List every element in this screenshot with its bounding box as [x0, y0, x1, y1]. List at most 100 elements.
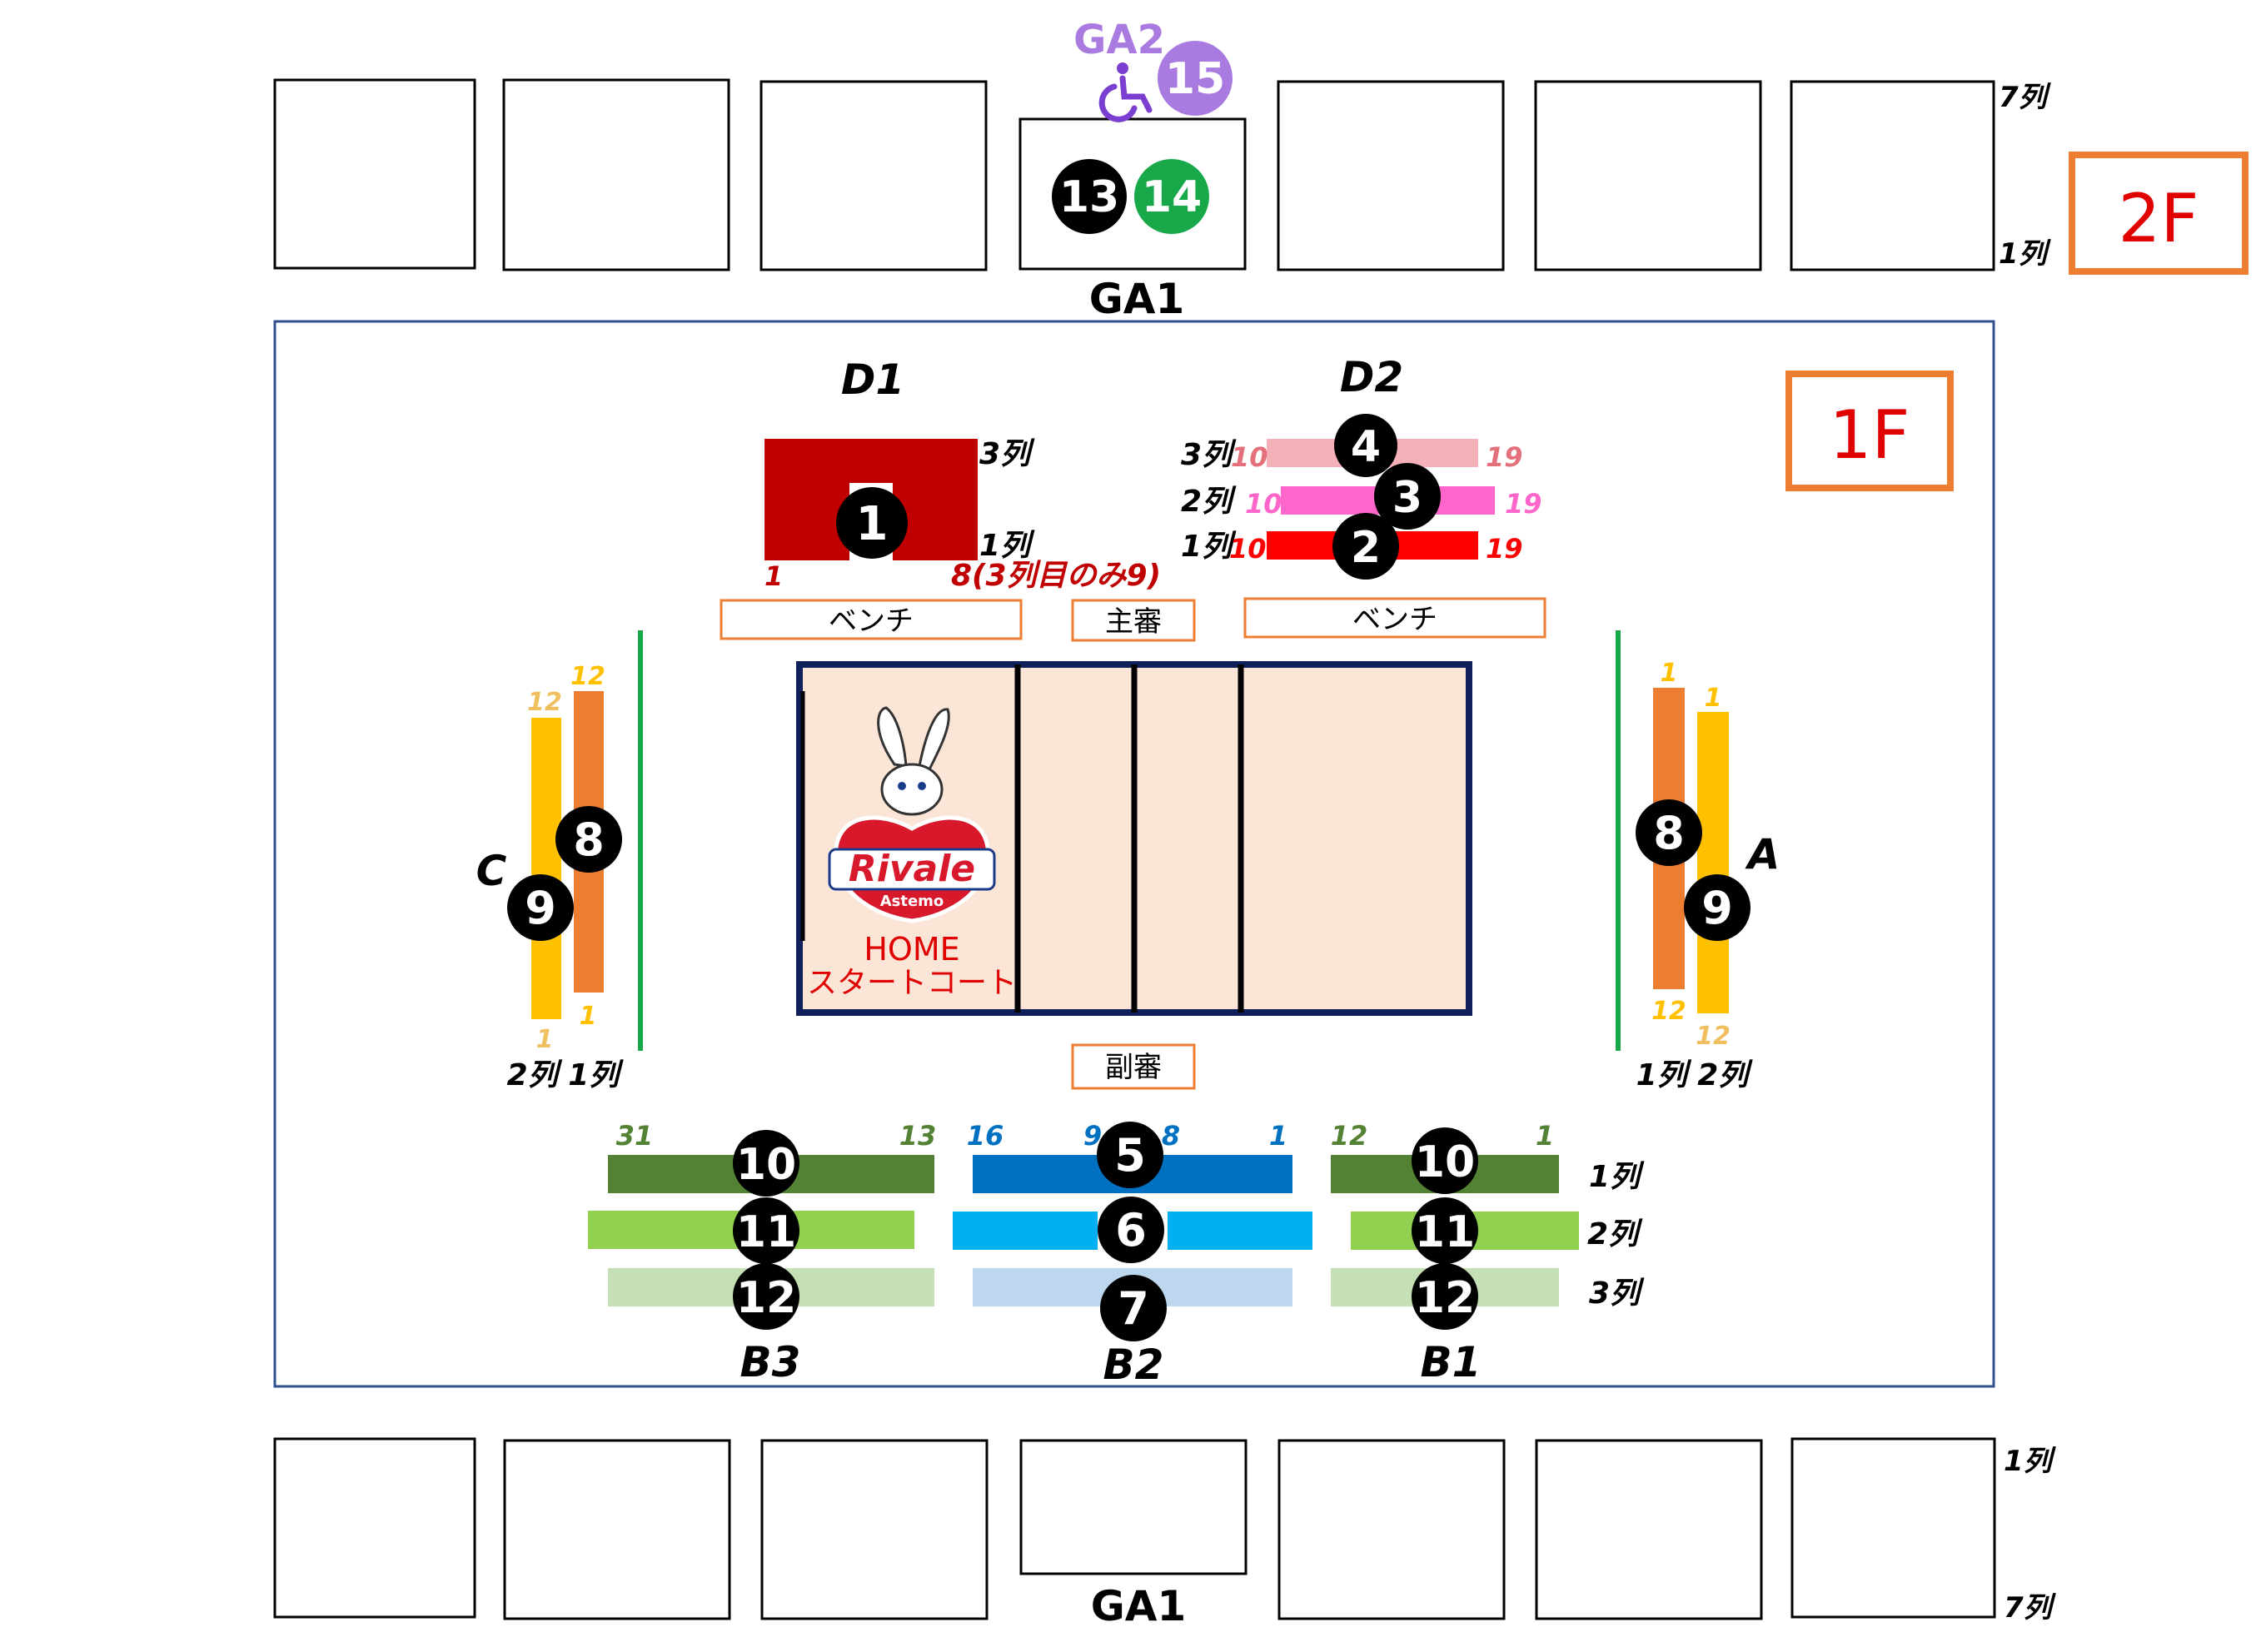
- c-row2-top: 12: [527, 688, 562, 717]
- d2-name: D2: [1340, 353, 1403, 401]
- marker-11-right[interactable]: 11: [1412, 1197, 1478, 1264]
- bottom-ga1-label: GA1: [1091, 1582, 1187, 1630]
- marker-14[interactable]: 14: [1134, 159, 1209, 234]
- marker-8-a[interactable]: 8: [1636, 799, 1702, 866]
- logo-banner: [828, 848, 996, 891]
- referee-sub-box: [1071, 1043, 1196, 1090]
- bottom-block-ga1[interactable]: [1019, 1439, 1248, 1575]
- bottom-block-1[interactable]: [273, 1437, 476, 1619]
- marker-5-number: 5: [1114, 1129, 1146, 1182]
- bench-left-box: [720, 599, 1023, 640]
- d2-row2-start: 10: [1245, 488, 1282, 520]
- marker-11-left[interactable]: 11: [733, 1197, 799, 1264]
- c-name: C: [476, 847, 507, 895]
- bottom-block-3[interactable]: [760, 1439, 989, 1620]
- bottom-block-2[interactable]: [503, 1439, 731, 1620]
- top-row-7-label: 7列: [1999, 81, 2052, 114]
- marker-13[interactable]: 13: [1052, 159, 1127, 234]
- rabbit-ear-right: [918, 708, 950, 771]
- b1-row2-label: 2列: [1587, 1217, 1643, 1251]
- c-row1-bottom: 1: [580, 1002, 597, 1031]
- floor-1f-label: 1F: [1830, 396, 1910, 474]
- marker-3[interactable]: 3: [1374, 463, 1441, 530]
- bench-left-label: ベンチ: [829, 605, 914, 638]
- b3-seat-end: 13: [899, 1120, 937, 1152]
- ga2-label: GA2: [1073, 17, 1165, 63]
- top-block-5[interactable]: [1277, 80, 1505, 271]
- bottom-block-7[interactable]: [1790, 1437, 1996, 1619]
- hall-border: [273, 320, 1995, 1388]
- marker-8-c-number: 8: [573, 814, 605, 866]
- marker-10-right[interactable]: 10: [1412, 1127, 1478, 1194]
- b2-left-end: 9: [1083, 1120, 1102, 1152]
- d2-row1-label: 1列: [1181, 530, 1237, 564]
- a-row-labels: 1列 2列: [1636, 1058, 1754, 1092]
- marker-12-left[interactable]: 12: [733, 1263, 799, 1330]
- marker-10-left-number: 10: [736, 1140, 796, 1190]
- logo-word: Rivale: [849, 848, 975, 890]
- b1-seat-start: 12: [1331, 1120, 1368, 1152]
- marker-9-c-number: 9: [525, 882, 556, 934]
- b1-row3-label: 3列: [1589, 1276, 1645, 1311]
- marker-7-number: 7: [1118, 1282, 1149, 1335]
- marker-9-a-number: 9: [1701, 882, 1733, 934]
- marker-10-left[interactable]: 10: [733, 1130, 799, 1197]
- b3-name: B3: [740, 1338, 801, 1386]
- d2-row3-end: 19: [1486, 441, 1523, 473]
- marker-7[interactable]: 7: [1100, 1275, 1167, 1341]
- top-block-6[interactable]: [1534, 80, 1762, 271]
- marker-1[interactable]: 1: [836, 487, 908, 559]
- d1-name: D1: [841, 356, 904, 404]
- rabbit-eye-left: [898, 782, 906, 790]
- b2-row-2-left[interactable]: [953, 1212, 1098, 1250]
- d2-row2-label: 2列: [1181, 485, 1237, 519]
- marker-8-a-number: 8: [1653, 807, 1685, 859]
- b3-seat-start: 31: [616, 1120, 654, 1152]
- bottom-block-6[interactable]: [1535, 1439, 1763, 1620]
- marker-5[interactable]: 5: [1097, 1122, 1163, 1188]
- referee-main-box: [1071, 599, 1196, 642]
- marker-11-left-number: 11: [736, 1207, 796, 1257]
- referee-sub-label: 副審: [1105, 1051, 1162, 1084]
- bench-right-label: ベンチ: [1352, 603, 1437, 636]
- top-block-1[interactable]: [273, 78, 476, 270]
- bottom-block-5[interactable]: [1277, 1439, 1506, 1620]
- marker-15-number: 15: [1165, 54, 1225, 104]
- b2-name: B2: [1103, 1341, 1164, 1389]
- court: Rivale Astemo HOME スタートコート: [796, 661, 1472, 1016]
- marker-6[interactable]: 6: [1098, 1197, 1164, 1263]
- marker-2[interactable]: 2: [1332, 513, 1399, 580]
- marker-9-a[interactable]: 9: [1684, 874, 1751, 941]
- marker-9-c[interactable]: 9: [507, 874, 574, 941]
- marker-15[interactable]: 15: [1158, 41, 1233, 116]
- marker-12-right-number: 12: [1415, 1273, 1475, 1323]
- section-b1: 12 1 1列 2列 3列 B1: [1331, 1120, 1645, 1386]
- b2-right-start: 8: [1162, 1120, 1180, 1152]
- a-row-2[interactable]: [1697, 712, 1729, 1013]
- top-block-7[interactable]: [1790, 80, 1995, 271]
- top-block-3[interactable]: [759, 80, 988, 271]
- d1-row-top: 3列: [979, 437, 1035, 471]
- top-block-2[interactable]: [502, 78, 730, 271]
- a-row1-bottom: 12: [1651, 997, 1686, 1026]
- c-row-2[interactable]: [531, 718, 561, 1019]
- rivale-logo: Rivale Astemo: [828, 706, 996, 923]
- marker-12-right[interactable]: 12: [1412, 1263, 1478, 1330]
- marker-8-c[interactable]: 8: [555, 806, 622, 873]
- section-d1: D1 3列 1列 1 8(3列目のみ9): [764, 356, 1161, 593]
- d2-row1-start: 10: [1229, 533, 1267, 565]
- section-a: 1 1 12 12 A 1列 2列: [1616, 630, 1780, 1092]
- c-row2-bottom: 1: [536, 1025, 554, 1054]
- marker-3-number: 3: [1392, 473, 1422, 523]
- b1-seat-end: 1: [1536, 1120, 1554, 1152]
- marker-4[interactable]: 4: [1334, 414, 1397, 477]
- floor-2f-label: 2F: [2119, 180, 2199, 257]
- d1-seat-block[interactable]: [764, 439, 978, 560]
- top-ga1-label: GA1: [1089, 275, 1185, 323]
- b2-row-2-right[interactable]: [1168, 1212, 1312, 1250]
- marker-13-number: 13: [1059, 172, 1119, 222]
- marker-1-number: 1: [856, 497, 889, 551]
- d2-row2-end: 19: [1505, 488, 1542, 520]
- marker-11-right-number: 11: [1415, 1207, 1475, 1257]
- logo-sub: Astemo: [880, 893, 944, 910]
